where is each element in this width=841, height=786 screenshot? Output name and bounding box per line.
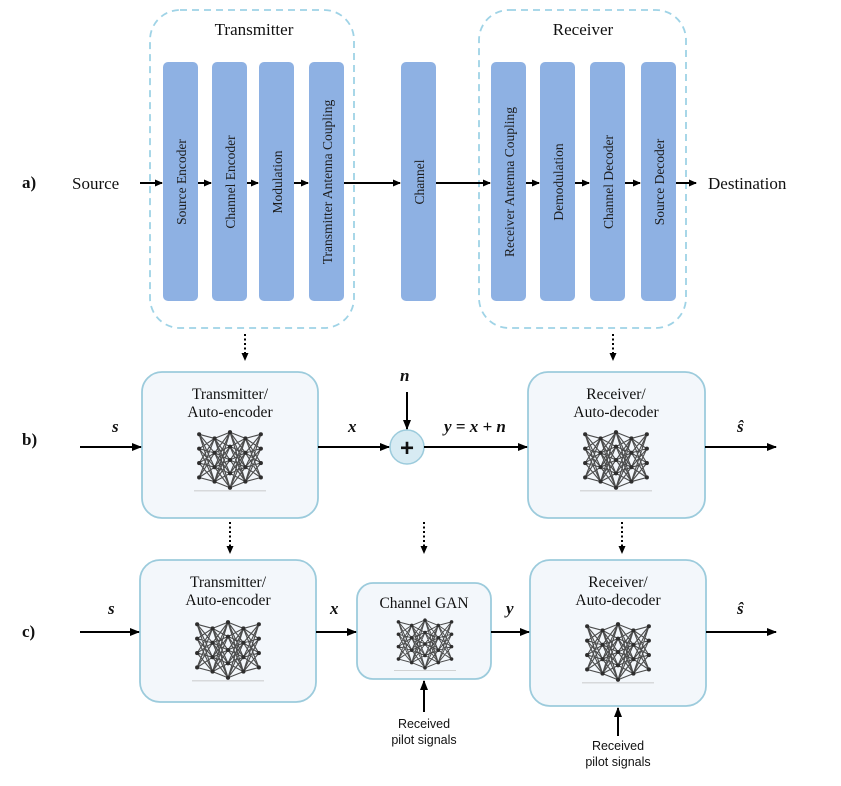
b-tx-title-line2: Auto-encoder [187,404,273,421]
row-label-a: a) [22,173,36,192]
b-rx-title-line1: Receiver/ [586,386,646,403]
b-y-equation: y = x + n [442,417,506,436]
block-source-decoder [641,62,676,301]
plus-icon: + [400,435,414,462]
b-n-symbol: n [400,366,409,385]
row-label-c: c) [22,622,35,641]
label-source-decoder: Source Decoder [652,138,667,225]
block-channel-encoder [212,62,247,301]
label-transmitter-antenna-coupling: Transmitter Antenna Coupling [320,100,335,265]
transmitter-title: Transmitter [215,20,294,39]
source-label: Source [72,174,119,193]
c-gan-pilot-line1: Received [398,717,450,731]
row-b-arrows [80,392,777,451]
c-rx-pilot-line2: pilot signals [585,755,650,769]
b-tx-title-line1: Transmitter/ [192,386,269,403]
c-rx-title-line2: Auto-decoder [575,592,661,609]
label-channel-encoder: Channel Encoder [223,135,238,229]
b-x-symbol: x [347,417,357,436]
transmitter-group [149,9,355,329]
c-rx-pilot-line1: Received [592,739,644,753]
block-channel-decoder [590,62,625,301]
dotted-connectors-bc [226,522,626,554]
c-rx-title-line1: Receiver/ [588,574,648,591]
row-c-arrows [80,628,777,736]
label-channel-decoder: Channel Decoder [601,134,616,229]
label-receiver-antenna-coupling: Receiver Antenna Coupling [502,107,517,257]
b-s-hat-symbol: ŝ [736,417,744,436]
block-channel [401,62,436,301]
receiver-title: Receiver [553,20,614,39]
c-x-symbol: x [329,599,339,618]
block-transmitter-antenna-coupling [309,62,344,301]
label-modulation: Modulation [270,150,285,213]
label-demodulation: Demodulation [551,143,566,220]
c-s-symbol: s [107,599,115,618]
c-gan-title: Channel GAN [379,595,468,612]
dotted-connectors-ab [241,334,617,361]
c-tx-title-line2: Auto-encoder [185,592,271,609]
b-s-symbol: s [111,417,119,436]
c-gan-pilot-line2: pilot signals [391,733,456,747]
receiver-group [478,9,687,329]
destination-label: Destination [708,174,787,193]
label-channel: Channel [412,159,427,204]
b-rx-title-line2: Auto-decoder [573,404,659,421]
c-y-symbol: y [504,599,514,618]
row-label-b: b) [22,430,37,449]
label-source-encoder: Source Encoder [174,139,189,225]
c-s-hat-symbol: ŝ [736,599,744,618]
block-demodulation [540,62,575,301]
c-tx-title-line1: Transmitter/ [190,574,267,591]
block-receiver-antenna-coupling [491,62,526,301]
row-a-blocks [163,62,676,301]
block-source-encoder [163,62,198,301]
block-modulation [259,62,294,301]
